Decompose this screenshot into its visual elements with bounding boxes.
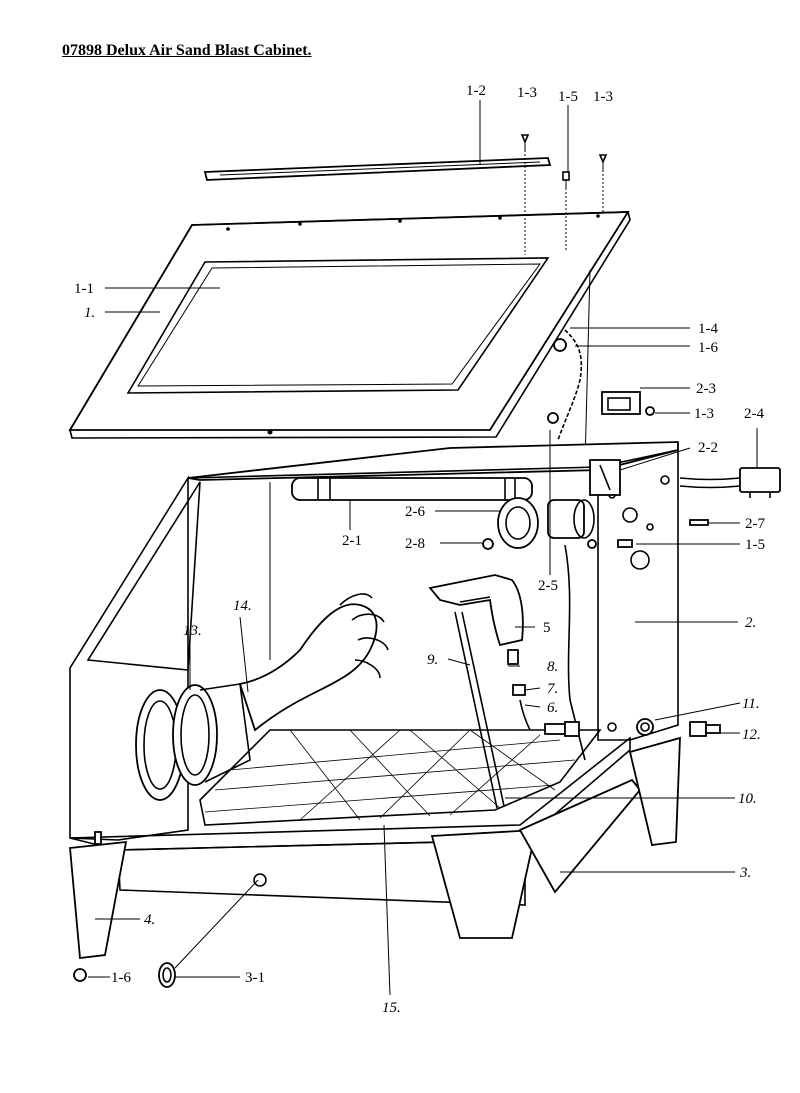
callout-4: 4.	[144, 912, 155, 928]
callout-2-3: 2-3	[696, 381, 716, 397]
callout-2-8: 2-8	[405, 536, 425, 552]
callout-1-5: 1-5	[745, 537, 765, 553]
callout-11: 11.	[742, 696, 760, 712]
air-fittings	[544, 718, 721, 737]
small-fasteners	[94, 406, 709, 845]
lid-screws	[520, 134, 608, 466]
callout-1-4: 1-4	[698, 321, 718, 337]
callout-2-5: 2-5	[538, 578, 558, 594]
callout-2-4: 2-4	[744, 406, 764, 422]
callout-1-6: 1-6	[111, 970, 131, 986]
callout-8: 8.	[547, 659, 558, 675]
callout-1-3: 1-3	[593, 89, 613, 105]
callout-7: 7.	[547, 681, 558, 697]
cabinet-body	[69, 441, 679, 906]
leader-lines	[88, 100, 758, 996]
callout-1-3: 1-3	[517, 85, 537, 101]
callout-9: 9.	[427, 652, 438, 668]
blast-gun	[428, 574, 531, 731]
lamp-tube	[291, 477, 533, 501]
callout-1-1: 1-1	[74, 281, 94, 297]
callout-6: 6.	[547, 700, 558, 716]
callout-5: 5	[543, 620, 551, 636]
callout-1-3: 1-3	[694, 406, 714, 422]
callout-1-5: 1-5	[558, 89, 578, 105]
callout-10: 10.	[738, 791, 757, 807]
callout-3-1: 3-1	[245, 970, 265, 986]
callout-2-2: 2-2	[698, 440, 718, 456]
callout-2: 2.	[745, 615, 756, 631]
switch-box	[589, 391, 641, 496]
callout-2-7: 2-7	[745, 516, 765, 532]
callout-1-6: 1-6	[698, 340, 718, 356]
diagram-title: 07898 Delux Air Sand Blast Cabinet.	[62, 42, 312, 59]
callout-14: 14.	[233, 598, 252, 614]
callout-1: 1.	[84, 305, 95, 321]
hinge-strip	[203, 157, 552, 181]
cabinet-legs	[69, 736, 681, 988]
light-socket	[497, 497, 595, 549]
callout-2-6: 2-6	[405, 504, 425, 520]
cabinet-lid	[68, 211, 631, 439]
callout-3: 3.	[739, 865, 751, 881]
callout-15: 15.	[382, 1000, 401, 1016]
callout-1-2: 1-2	[466, 83, 486, 99]
glove-port	[135, 593, 389, 801]
suction-wand	[454, 611, 505, 809]
callout-2-1: 2-1	[342, 533, 362, 549]
callout-13: 13.	[183, 623, 202, 639]
callout-12: 12.	[742, 727, 761, 743]
power-adapter	[679, 467, 781, 498]
